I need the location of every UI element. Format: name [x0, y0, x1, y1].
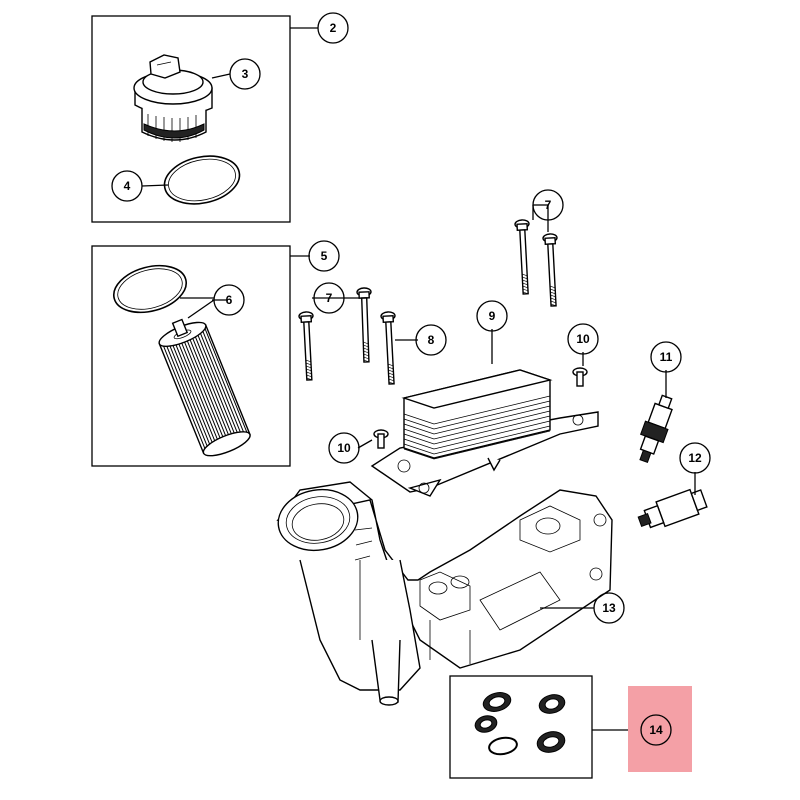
callout-8[interactable]: 8 — [415, 324, 447, 356]
callout-3-label: 3 — [242, 67, 249, 81]
gasket-kit-box — [449, 675, 628, 779]
callout-4-label: 4 — [124, 179, 131, 193]
callout-11[interactable]: 11 — [650, 341, 682, 373]
oil-filter-element-icon[interactable] — [154, 312, 253, 461]
bolt-shaft[interactable] — [514, 219, 533, 295]
callouts: 2 3 4 5 6 7 7 8 — [111, 12, 711, 746]
oil-filter-housing-icon[interactable] — [273, 481, 613, 706]
callout-14[interactable]: 14 — [640, 714, 672, 746]
callout-7-left[interactable]: 7 — [313, 282, 345, 314]
callout-11-label: 11 — [660, 350, 673, 364]
callout-14-label: 14 — [649, 723, 663, 737]
callout-9[interactable]: 9 — [476, 300, 508, 332]
sensor-icon[interactable] — [632, 393, 678, 465]
callout-3[interactable]: 3 — [229, 58, 261, 90]
gasket-kit-icon[interactable] — [473, 690, 567, 757]
filter-o-ring-icon[interactable] — [109, 258, 192, 320]
callout-14-highlight — [628, 686, 692, 772]
callout-6[interactable]: 6 — [213, 284, 245, 316]
callout-7-right-label: 7 — [545, 198, 552, 212]
callout-13[interactable]: 13 — [593, 592, 625, 624]
bolt-shaft[interactable] — [542, 233, 561, 307]
bolt-shaft[interactable] — [298, 311, 317, 381]
bolt-shaft[interactable] — [356, 287, 374, 363]
callout-2[interactable]: 2 — [317, 12, 349, 44]
callout-7-left-label: 7 — [326, 291, 333, 305]
callout-10-lower[interactable]: 10 — [328, 432, 360, 464]
callout-13-label: 13 — [602, 601, 616, 615]
callout-6-label: 6 — [226, 293, 233, 307]
callout-5[interactable]: 5 — [308, 240, 340, 272]
bolt-shaft[interactable] — [380, 311, 399, 385]
callout-12[interactable]: 12 — [679, 442, 711, 474]
callout-10-upper[interactable]: 10 — [567, 323, 599, 355]
group-2-box — [91, 15, 318, 223]
callout-8-label: 8 — [428, 333, 435, 347]
callout-5-label: 5 — [321, 249, 328, 263]
bolt-icon[interactable] — [298, 219, 561, 385]
callout-10-lower-label: 10 — [337, 441, 351, 455]
callout-10-upper-label: 10 — [576, 332, 590, 346]
oil-cooler-icon[interactable] — [370, 369, 599, 497]
callout-12-label: 12 — [688, 451, 702, 465]
oil-filter-cap-icon[interactable] — [133, 54, 213, 142]
callout-7-right[interactable]: 7 — [532, 189, 564, 221]
o-ring-icon[interactable] — [160, 150, 244, 211]
callout-9-label: 9 — [489, 309, 496, 323]
callout-2-label: 2 — [330, 21, 337, 35]
pressure-switch-icon[interactable] — [635, 486, 708, 534]
leader-lines — [141, 73, 696, 609]
group-5-box — [91, 245, 310, 467]
callout-4[interactable]: 4 — [111, 170, 143, 202]
screw-icon[interactable] — [373, 367, 588, 449]
